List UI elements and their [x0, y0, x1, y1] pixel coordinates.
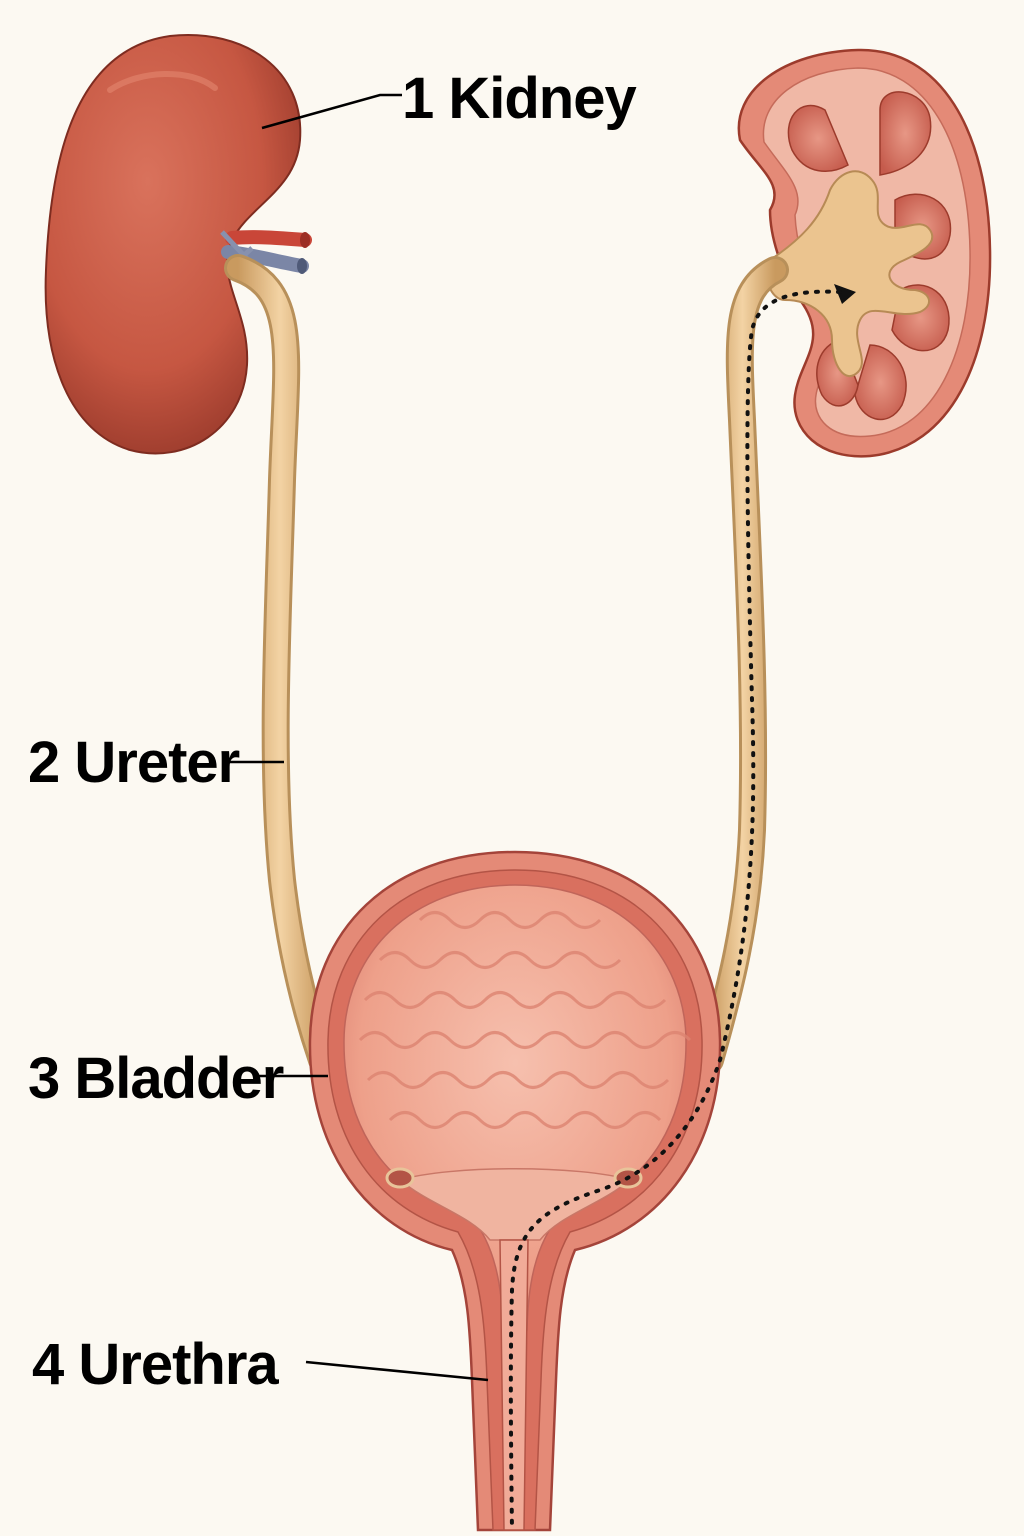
renal-pelvis — [765, 170, 934, 378]
label-bladder: 3 Bladder — [28, 1046, 328, 1111]
left-kidney-body — [44, 34, 302, 455]
label-bladder-text: 3 Bladder — [28, 1046, 284, 1111]
right-kidney-cross-section — [737, 48, 992, 458]
right-ureter-fill — [699, 259, 786, 1071]
renal-vein — [221, 245, 309, 273]
label-ureter-text: 2 Ureter — [28, 730, 240, 795]
left-ureteral-orifice — [385, 1167, 415, 1189]
renal-pyramid — [854, 344, 907, 421]
leader-line-kidney — [261, 93, 402, 130]
bladder-rugae — [358, 911, 692, 1129]
label-kidney: 1 Kidney — [261, 66, 637, 131]
renal-pyramid — [816, 339, 859, 407]
left-kidney — [44, 34, 312, 455]
label-ureter: 2 Ureter — [28, 730, 284, 795]
renal-vein-end — [297, 258, 307, 274]
left-kidney-highlight — [107, 70, 218, 93]
label-urethra-text: 4 Urethra — [32, 1332, 279, 1397]
label-urethra: 4 Urethra — [32, 1332, 489, 1397]
bladder-trigone — [398, 1168, 632, 1241]
left-ureter-fill — [227, 257, 333, 1071]
label-kidney-text: 1 Kidney — [402, 66, 636, 131]
renal-pyramid — [787, 104, 849, 172]
renal-pyramid — [879, 91, 932, 176]
urine-flow-arrow-icon — [834, 284, 856, 304]
bladder — [308, 850, 722, 1532]
urethra — [499, 1239, 529, 1531]
urine-pathway — [508, 289, 842, 1532]
leader-line-urethra — [305, 1360, 489, 1382]
renal-artery-end — [300, 232, 310, 248]
renal-artery — [225, 230, 312, 247]
